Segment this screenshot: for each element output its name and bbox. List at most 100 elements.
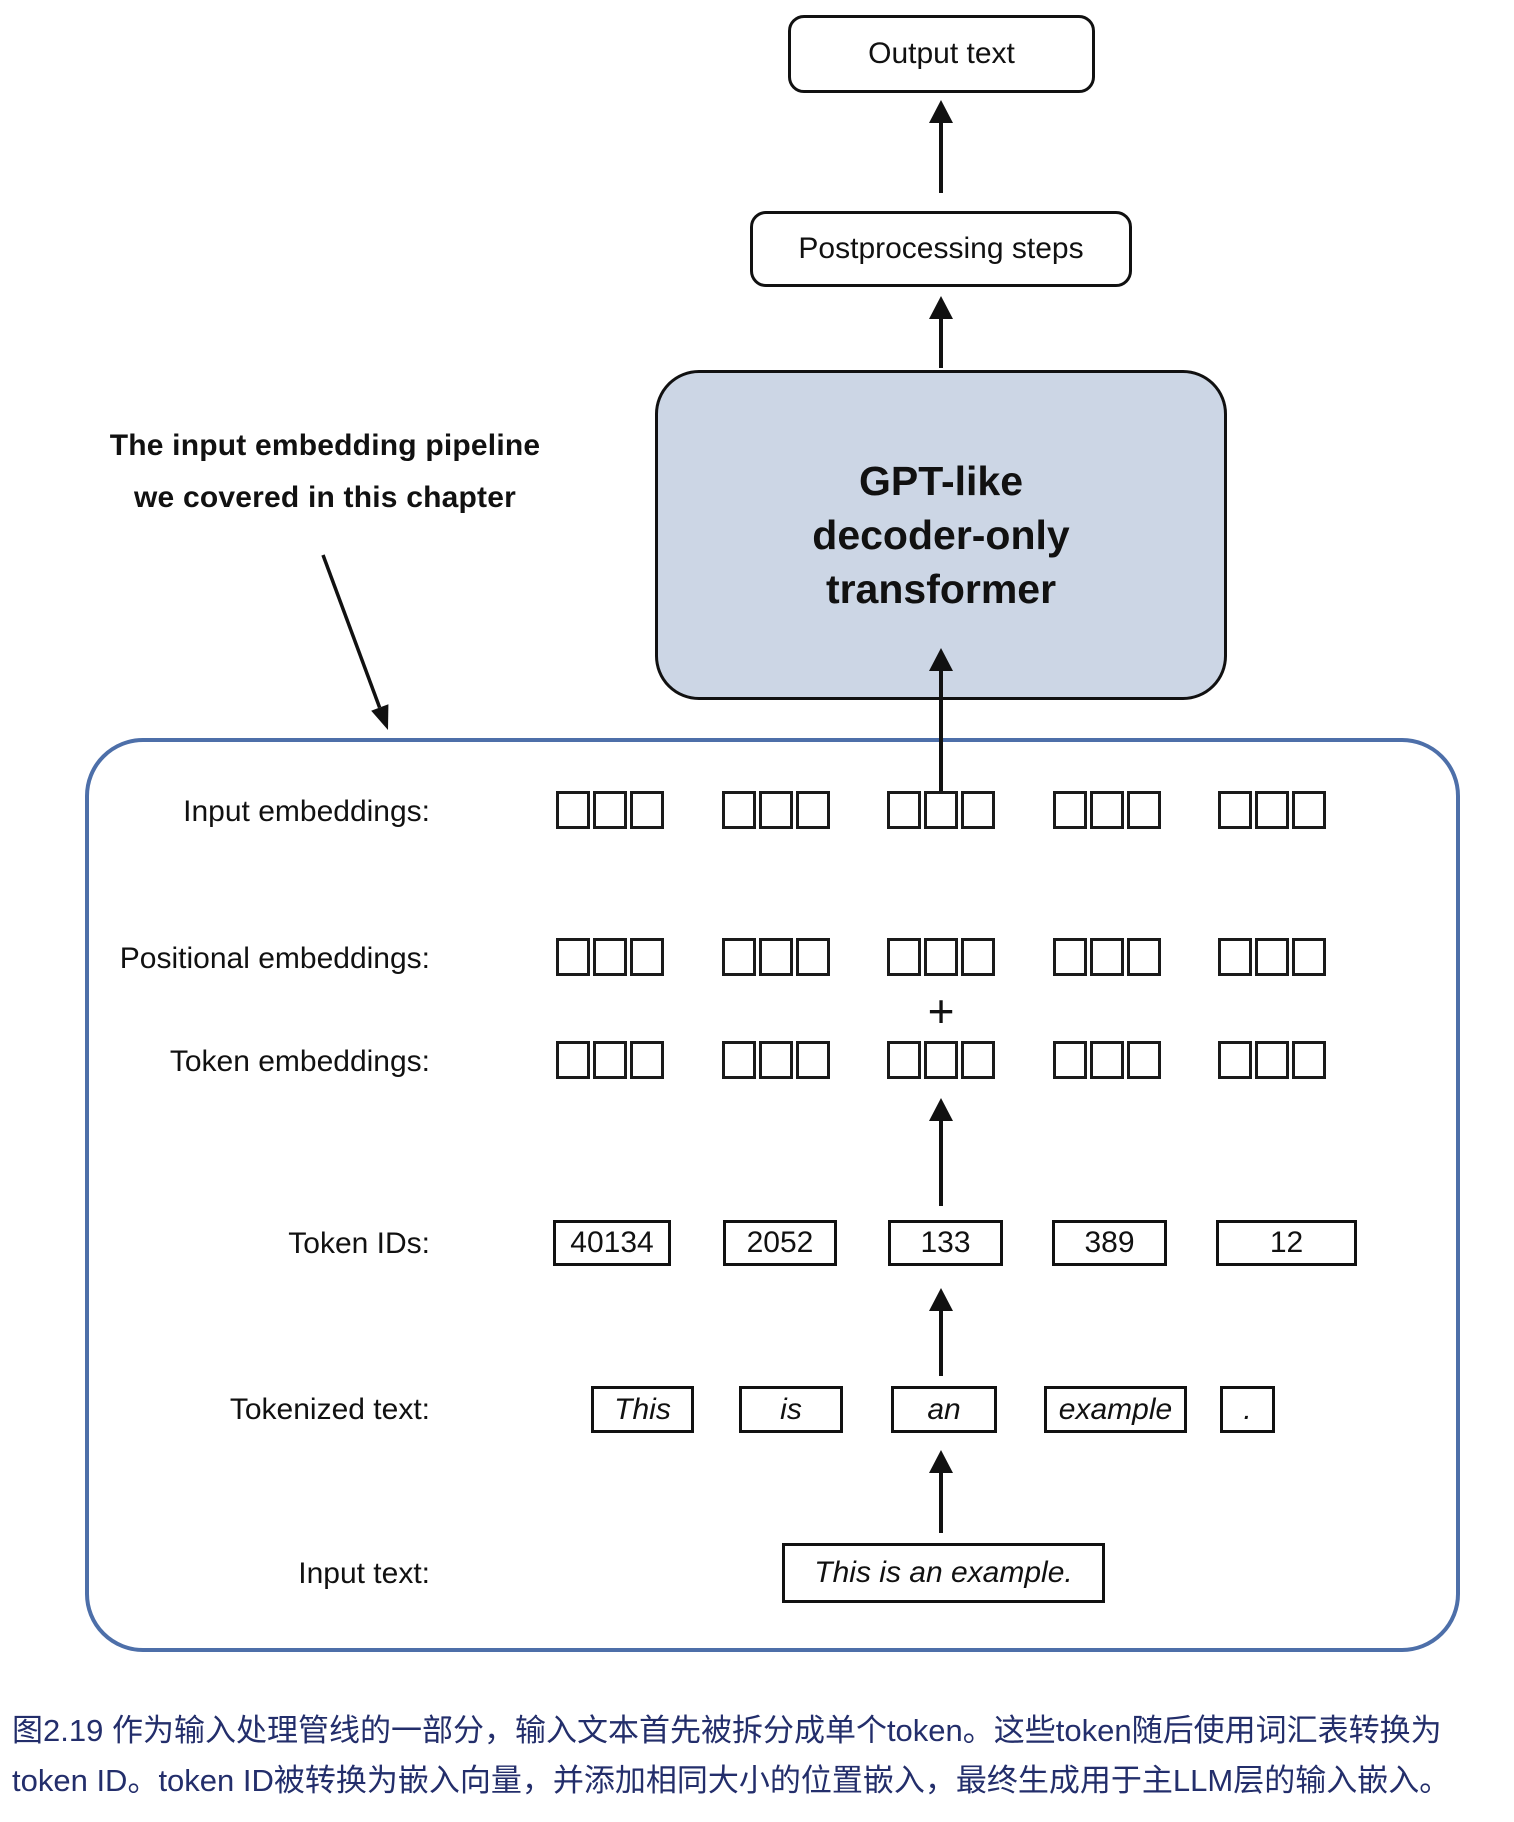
plus-sign: +: [927, 985, 955, 1037]
embedding-cell: [1127, 938, 1161, 976]
arrow-input-to-tokens: [927, 1450, 955, 1533]
positional-embeddings-group: [887, 938, 995, 976]
token-box: an: [891, 1386, 997, 1433]
positional-embeddings-group: [1053, 938, 1161, 976]
embedding-cell: [593, 938, 627, 976]
embedding-cell: [961, 791, 995, 829]
input-text-label: Input text:: [298, 1557, 430, 1590]
embedding-cell: [924, 791, 958, 829]
embedding-cell: [1218, 1041, 1252, 1079]
annotation-text: The input embedding pipeline we covered …: [109, 429, 541, 514]
input-embeddings-group: [887, 791, 995, 829]
arrow-shaft: [939, 1116, 943, 1206]
token-embeddings-group: [1053, 1041, 1161, 1079]
token-embeddings-label: Token embeddings:: [169, 1045, 430, 1078]
arrow-gpt-to-postprocessing: [927, 296, 955, 368]
embedding-cell: [722, 938, 756, 976]
arrow-head-icon: [929, 1450, 953, 1473]
arrow-head-icon: [929, 1098, 953, 1121]
embedding-cell: [796, 1041, 830, 1079]
caption-line-1: 图2.19 作为输入处理管线的一部分，输入文本首先被拆分成单个token。这些t…: [12, 1713, 1442, 1748]
embedding-cell: [722, 791, 756, 829]
embedding-cell: [556, 938, 590, 976]
embedding-cell: [1090, 1041, 1124, 1079]
token-box: .: [1220, 1386, 1275, 1433]
embedding-cell: [1090, 791, 1124, 829]
embedding-cell: [961, 1041, 995, 1079]
token-embeddings-group: [722, 1041, 830, 1079]
token-box: example: [1044, 1386, 1187, 1433]
arrow-head-icon: [929, 100, 953, 123]
embedding-cell: [961, 938, 995, 976]
arrow-head-icon: [929, 1288, 953, 1311]
token-ids-label: Token IDs:: [288, 1227, 430, 1260]
embedding-cell: [722, 1041, 756, 1079]
output-text-label: Output text: [868, 37, 1015, 70]
embedding-cell: [1292, 938, 1326, 976]
embedding-cell: [1218, 938, 1252, 976]
arrow-embeddings-to-gpt: [927, 648, 955, 804]
embedding-cell: [759, 791, 793, 829]
embedding-cell: [924, 1041, 958, 1079]
embedding-cell: [796, 791, 830, 829]
embedding-cell: [630, 791, 664, 829]
embedding-cell: [759, 938, 793, 976]
annotation-arrow: [321, 554, 389, 730]
embedding-cell: [1292, 1041, 1326, 1079]
embedding-cell: [1127, 791, 1161, 829]
embedding-cell: [556, 791, 590, 829]
positional-embeddings-label: Positional embeddings:: [119, 942, 430, 975]
token-id-box: 389: [1052, 1220, 1167, 1266]
embedding-cell: [924, 938, 958, 976]
output-text-box: Output text: [788, 15, 1095, 93]
positional-embeddings-group: [556, 938, 664, 976]
arrow-ids-to-embeddings: [927, 1098, 955, 1206]
embedding-cell: [1255, 1041, 1289, 1079]
input-embeddings-group: [1218, 791, 1326, 829]
input-embeddings-group: [722, 791, 830, 829]
token-box: is: [739, 1386, 843, 1433]
postprocessing-steps-label: Postprocessing steps: [798, 232, 1084, 265]
arrow-head-icon: [929, 296, 953, 319]
postprocessing-steps-box: Postprocessing steps: [750, 211, 1132, 287]
arrow-postprocessing-to-output: [927, 100, 955, 193]
embedding-cell: [1053, 938, 1087, 976]
gpt-transformer-label: GPT-like decoder-only transformer: [812, 458, 1070, 612]
embedding-cell: [796, 938, 830, 976]
embedding-cell: [887, 938, 921, 976]
gpt-transformer-box: GPT-like decoder-only transformer: [655, 370, 1227, 700]
arrow-tokens-to-ids: [927, 1288, 955, 1376]
input-embedding-pipeline-container: [85, 738, 1460, 1652]
embedding-cell: [1127, 1041, 1161, 1079]
embedding-cell: [1218, 791, 1252, 829]
token-id-box: 2052: [723, 1220, 837, 1266]
embedding-cell: [1053, 791, 1087, 829]
arrow-shaft: [939, 314, 943, 368]
input-embeddings-label: Input embeddings:: [183, 795, 430, 828]
embedding-cell: [1255, 938, 1289, 976]
embedding-cell: [1090, 938, 1124, 976]
caption-line-2: token ID。token ID被转换为嵌入向量，并添加相同大小的位置嵌入，最…: [12, 1763, 1451, 1798]
token-embeddings-group: [1218, 1041, 1326, 1079]
embedding-cell: [887, 791, 921, 829]
embedding-cell: [759, 1041, 793, 1079]
positional-embeddings-group: [1218, 938, 1326, 976]
embedding-cell: [593, 791, 627, 829]
tokenized-text-label: Tokenized text:: [229, 1393, 430, 1426]
arrow-shaft: [939, 666, 943, 804]
arrow-shaft: [939, 118, 943, 193]
arrow-shaft: [939, 1306, 943, 1376]
embedding-cell: [887, 1041, 921, 1079]
input-embeddings-group: [1053, 791, 1161, 829]
embedding-cell: [1053, 1041, 1087, 1079]
token-id-box: 133: [888, 1220, 1003, 1266]
token-embeddings-group: [556, 1041, 664, 1079]
token-embeddings-group: [887, 1041, 995, 1079]
embedding-cell: [630, 1041, 664, 1079]
input-text-box: This is an example.: [782, 1543, 1105, 1603]
positional-embeddings-group: [722, 938, 830, 976]
figure-caption: 图2.19 作为输入处理管线的一部分，输入文本首先被拆分成单个token。这些t…: [12, 1706, 1507, 1806]
arrow-head-icon: [929, 648, 953, 671]
embedding-cell: [1292, 791, 1326, 829]
